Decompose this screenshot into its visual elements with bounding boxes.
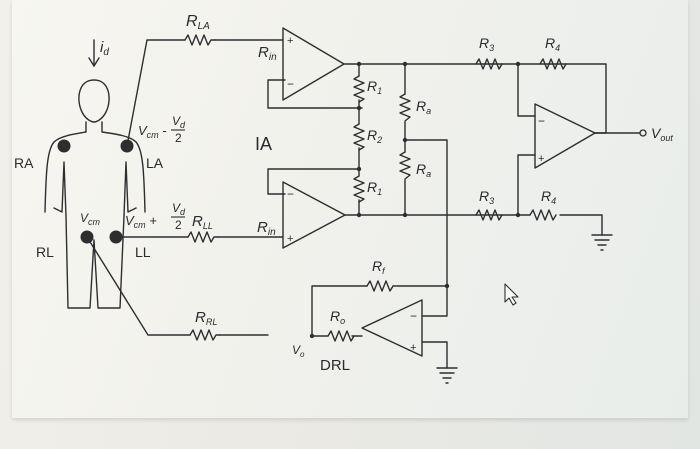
label-r1-bottom: R1 <box>367 179 382 197</box>
opamp-bottom-minus: − <box>287 187 294 201</box>
electrode-ra <box>57 139 71 153</box>
resistor-rll <box>187 231 219 243</box>
label-ra-bottom: Ra <box>416 161 431 179</box>
label-r-rl: RRL <box>195 309 217 327</box>
mouse-cursor-icon <box>504 283 519 306</box>
label-ro: Ro <box>330 308 345 326</box>
label-id: id <box>100 39 109 58</box>
resistor-rla <box>184 34 216 46</box>
opamp-top-minus: − <box>287 77 294 91</box>
label-r1-top: R1 <box>367 78 382 96</box>
label-r-in-top: Rin <box>258 44 277 63</box>
label-r-ll: RLL <box>192 213 213 231</box>
opamp-drl-minus: − <box>410 309 417 323</box>
label-ra: RA <box>14 155 34 171</box>
resistor-r2 <box>353 123 365 151</box>
label-ll: LL <box>135 244 151 260</box>
opamp-bottom-plus: + <box>287 233 293 245</box>
label-r2: R2 <box>367 127 382 145</box>
wires <box>86 39 641 369</box>
opamp-diff-minus: − <box>538 114 545 128</box>
junction-dots <box>309 61 521 339</box>
opamp-top <box>282 27 345 101</box>
opamp-diff-plus: + <box>538 153 544 165</box>
label-vo: Vo <box>292 343 305 359</box>
label-r-la: RLA <box>186 13 210 32</box>
label-r3-top: R3 <box>479 35 494 53</box>
resistor-rf <box>366 280 397 292</box>
vout-terminal <box>639 129 647 137</box>
label-vcm-plus: Vcm + <box>125 213 157 230</box>
opamp-drl <box>361 299 423 357</box>
resistor-r4-bottom <box>529 209 557 221</box>
label-vd-top-num: Vd <box>172 114 186 130</box>
label-vd-bot-num: Vd <box>172 201 186 217</box>
label-vout: Vout <box>651 125 673 143</box>
label-vcm-minus: Vcm - <box>138 123 167 140</box>
opamp-bottom <box>282 181 346 249</box>
ground-drl <box>436 367 458 384</box>
human-body-figure <box>44 39 146 309</box>
resistor-ro <box>327 330 355 342</box>
resistor-ra-top <box>399 93 411 122</box>
label-r-in-bottom: Rin <box>257 219 276 238</box>
label-vcm: Vcm <box>80 211 101 227</box>
resistor-r1-bottom <box>353 175 365 203</box>
label-la: LA <box>146 155 164 171</box>
label-ra-top: Ra <box>416 98 431 116</box>
opamp-diff <box>534 103 596 169</box>
opamp-drl-plus: + <box>410 342 416 354</box>
label-ia: IA <box>255 134 272 154</box>
label-rl: RL <box>36 244 54 260</box>
resistor-r3-top <box>475 58 503 70</box>
label-rf: Rf <box>372 258 386 276</box>
resistor-r1-top <box>353 75 365 103</box>
ground-diff <box>591 234 613 251</box>
label-r4-top: R4 <box>545 35 560 53</box>
resistor-ra-bottom <box>399 151 411 180</box>
resistor-r4-top <box>539 58 567 70</box>
resistor-rrl <box>189 329 221 341</box>
opamp-top-plus: + <box>287 35 293 47</box>
label-drl: DRL <box>320 357 350 374</box>
resistor-r3-bottom <box>475 209 503 221</box>
label-r3-bottom: R3 <box>479 188 494 206</box>
label-vd-top-den: 2 <box>175 131 182 145</box>
label-r4-bottom: R4 <box>541 188 556 206</box>
label-vd-bot-den: 2 <box>175 218 182 232</box>
